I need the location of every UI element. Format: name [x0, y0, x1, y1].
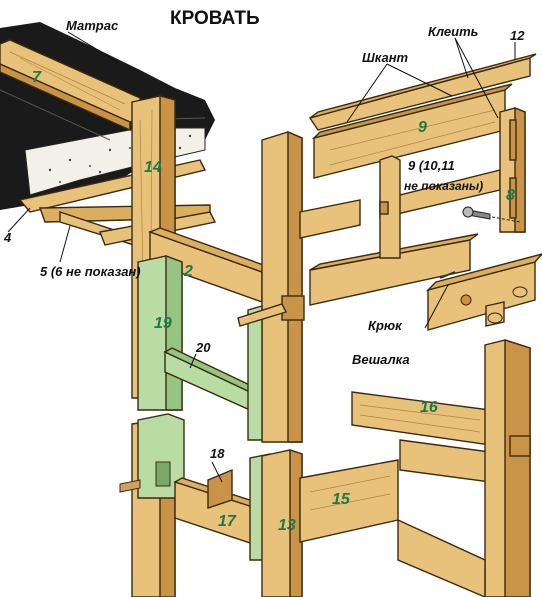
- label-glue: Клеить: [428, 24, 478, 39]
- part-number-2: 2: [183, 263, 193, 280]
- hanger-part: [425, 253, 542, 331]
- part-17-rail: [173, 468, 264, 546]
- part-15-rail: [299, 459, 399, 543]
- part-number-4: 4: [3, 230, 12, 245]
- part-16-rail: [351, 391, 491, 483]
- lower-right-rail: [397, 518, 486, 597]
- dowel-pin-left: [119, 479, 141, 493]
- center-post: [237, 130, 305, 443]
- diagram-title: КРОВАТЬ: [170, 8, 260, 29]
- part-number-13: 13: [278, 517, 296, 534]
- label-mattress: Матрас: [66, 18, 119, 33]
- part-number-18: 18: [210, 446, 225, 461]
- part-number-20: 20: [195, 340, 211, 355]
- part-number-17: 17: [218, 513, 237, 530]
- label-dowel: Шкант: [362, 50, 409, 65]
- screw-icon: [462, 206, 521, 223]
- part-number-15: 15: [332, 491, 351, 508]
- part-number-9: 9: [418, 119, 427, 136]
- label-part-9-note: не показаны): [404, 179, 483, 193]
- part-number-16: 16: [420, 399, 438, 416]
- label-part-5: 5 (6 не показан): [40, 264, 141, 279]
- part-8-post: [499, 106, 526, 233]
- leader-lines: [7, 31, 516, 483]
- part-number-7: 7: [32, 69, 42, 86]
- part-19-board: [137, 254, 183, 411]
- label-hook: Крюк: [368, 318, 403, 333]
- right-post: [484, 339, 531, 597]
- part-9-vertical: [379, 155, 401, 259]
- part-number-8: 8: [506, 187, 515, 204]
- part-number-19: 19: [154, 315, 172, 332]
- part-number-14: 14: [144, 159, 162, 176]
- label-part-9: 9 (10,11: [408, 158, 455, 173]
- part-number-12: 12: [510, 28, 525, 43]
- label-hanger: Вешалка: [352, 352, 410, 367]
